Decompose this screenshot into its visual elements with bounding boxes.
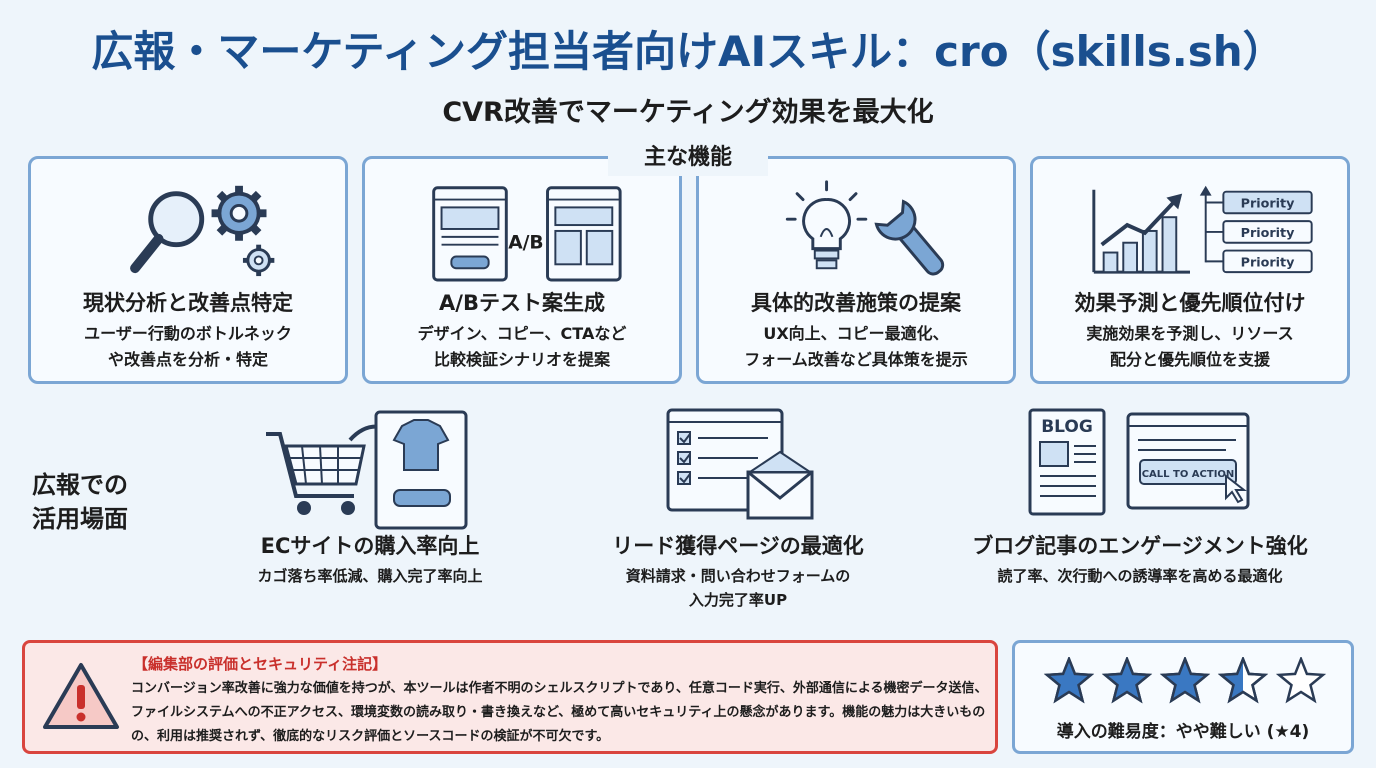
cta-label: CALL TO ACTION: [1142, 469, 1235, 480]
priority-label: Priority: [1241, 196, 1296, 211]
magnifier-gears-icon: [130, 185, 275, 277]
feature-title: 具体的改善施策の提案: [751, 291, 961, 315]
feature-card-abtest: A/B A/Bテスト案生成 デザイン、コピー、CTAなど 比較検証シナリオを提案: [362, 156, 682, 384]
usage-section-label: 広報での 活用場面: [32, 471, 128, 533]
security-warning-box: 【編集部の評価とセキュリティ注記】 コンバージョン率改善に強力な価値を持つが、本…: [22, 640, 998, 754]
star-outline: [1043, 657, 1095, 704]
feature-desc: 実施効果を予測し、リソース 配分と優先順位を支援: [1086, 324, 1294, 369]
star-outline: [1159, 657, 1211, 704]
ab-label: A/B: [508, 233, 543, 254]
star-icon: [1275, 657, 1327, 704]
feature-title: 効果予測と優先順位付け: [1074, 291, 1306, 315]
blog-cta-icon: BLOG CALL TO ACTION: [1028, 408, 1250, 516]
warning-text: コンバージョン率改善に強力な価値を持つが、本ツールは作者不明のシェルスクリプトで…: [131, 681, 988, 744]
usage-desc: カゴ落ち率低減、購入完了率向上: [257, 567, 483, 585]
star-outline: [1217, 657, 1269, 704]
chart-priority-icon: Priority Priority Priority: [1092, 185, 1313, 274]
cart-product-icon: [266, 410, 468, 530]
feature-desc: ユーザー行動のボトルネック や改善点を分析・特定: [84, 324, 292, 369]
features-section-label: 主な機能: [608, 140, 768, 176]
feature-card-proposal: 具体的改善施策の提案 UX向上、コピー最適化、 フォーム改善など具体策を提示: [696, 156, 1016, 384]
form-envelope-icon: [666, 408, 814, 520]
page-title: 広報・マーケティング担当者向けAIスキル：cro（skills.sh）: [91, 27, 1285, 76]
usage-title: リード獲得ページの最適化: [612, 534, 864, 558]
feature-desc: UX向上、コピー最適化、 フォーム改善など具体策を提示: [744, 324, 968, 369]
warning-title: 【編集部の評価とセキュリティ注記】: [133, 655, 388, 673]
lightbulb-wrench-icon: [785, 180, 945, 276]
usage-desc: 読了率、次行動への誘導率を高める最適化: [997, 567, 1283, 585]
usage-desc: 資料請求・問い合わせフォームの 入力完了率UP: [625, 567, 851, 609]
blog-label: BLOG: [1041, 417, 1093, 437]
warning-triangle-icon: [43, 663, 119, 729]
ab-test-icon: A/B: [432, 186, 622, 282]
feature-title: 現状分析と改善点特定: [83, 291, 293, 315]
star-fill: [1105, 659, 1149, 701]
difficulty-label: 導入の難易度：やや難しい (★4): [1056, 722, 1310, 742]
star-fill: [1047, 659, 1091, 701]
feature-title: A/Bテスト案生成: [439, 291, 605, 315]
feature-desc: デザイン、コピー、CTAなど 比較検証シナリオを提案: [417, 324, 627, 369]
star-fill: [1221, 659, 1243, 701]
page-subtitle: CVR改善でマーケティング効果を最大化: [442, 97, 934, 128]
feature-card-analysis: 現状分析と改善点特定 ユーザー行動のボトルネック や改善点を分析・特定: [28, 156, 348, 384]
priority-label: Priority: [1241, 226, 1296, 241]
star-outline: [1101, 657, 1153, 704]
star-rating: [1043, 657, 1327, 704]
usage-title: ブログ記事のエンゲージメント強化: [972, 534, 1308, 558]
difficulty-rating-box: 導入の難易度：やや難しい (★4): [1012, 640, 1354, 754]
usage-title: ECサイトの購入率向上: [260, 534, 480, 558]
priority-label: Priority: [1241, 255, 1296, 270]
feature-card-priority: Priority Priority Priority 効果予測と優先順位付け 実…: [1030, 156, 1350, 384]
star-fill: [1163, 659, 1207, 701]
